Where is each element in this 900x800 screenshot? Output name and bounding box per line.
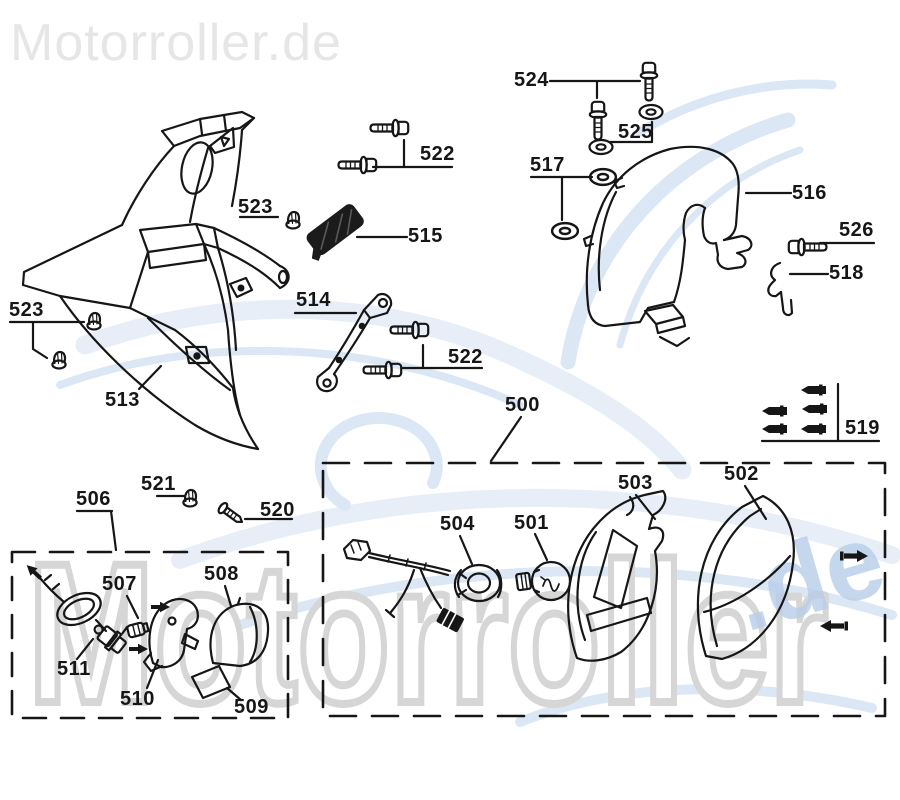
callout-500: 500 xyxy=(505,394,540,416)
reflector-drawing xyxy=(306,204,364,261)
hook-bracket-drawing xyxy=(767,261,794,317)
callout-508: 508 xyxy=(204,563,239,585)
callout-523-right: 523 xyxy=(238,196,273,218)
callout-507: 507 xyxy=(102,573,137,595)
callout-501: 501 xyxy=(514,512,549,534)
taillight-lens-drawing xyxy=(696,494,795,661)
callout-516: 516 xyxy=(792,182,827,204)
gasket-plate-drawing xyxy=(190,664,232,700)
callout-503: 503 xyxy=(618,472,653,494)
bulb-socket-wire-drawing xyxy=(22,560,127,654)
lamp-lens-drawing xyxy=(209,596,270,668)
bolt-icon xyxy=(337,61,828,380)
callout-502: 502 xyxy=(724,463,759,485)
callout-513: 513 xyxy=(105,389,140,411)
lamp-housing-drawing xyxy=(142,597,200,673)
leader-lines xyxy=(8,79,881,702)
fender-brace-drawing xyxy=(316,293,393,393)
headlight-parts-box xyxy=(10,550,290,720)
rear-fender-drawing xyxy=(582,145,753,348)
callout-521: 521 xyxy=(141,473,176,495)
callout-520: 520 xyxy=(260,499,295,521)
callout-517: 517 xyxy=(530,154,565,176)
small-bulb-icon xyxy=(121,621,150,639)
callout-523-left: 523 xyxy=(9,299,44,321)
callout-510: 510 xyxy=(120,688,155,710)
callout-511: 511 xyxy=(57,658,91,680)
callout-509: 509 xyxy=(234,696,269,718)
callout-514: 514 xyxy=(296,289,331,311)
site-logo-text: Motorroller.de xyxy=(10,14,342,72)
front-fender-drawing xyxy=(21,110,290,451)
callout-524: 524 xyxy=(514,69,549,91)
taillight-frame-drawing xyxy=(567,489,667,662)
watermark-text: Motorroller xyxy=(28,522,828,745)
callout-518: 518 xyxy=(829,262,864,284)
callout-522-lower: 522 xyxy=(448,346,483,368)
callout-519: 519 xyxy=(845,417,880,439)
wiring-harness-drawing xyxy=(342,538,503,633)
callout-525: 525 xyxy=(618,121,653,143)
taillight-parts-box xyxy=(321,461,887,718)
callout-515: 515 xyxy=(408,225,443,247)
callout-506: 506 xyxy=(76,488,111,510)
callout-504: 504 xyxy=(440,513,475,535)
callout-522-upper: 522 xyxy=(420,143,455,165)
callout-526: 526 xyxy=(839,219,874,241)
